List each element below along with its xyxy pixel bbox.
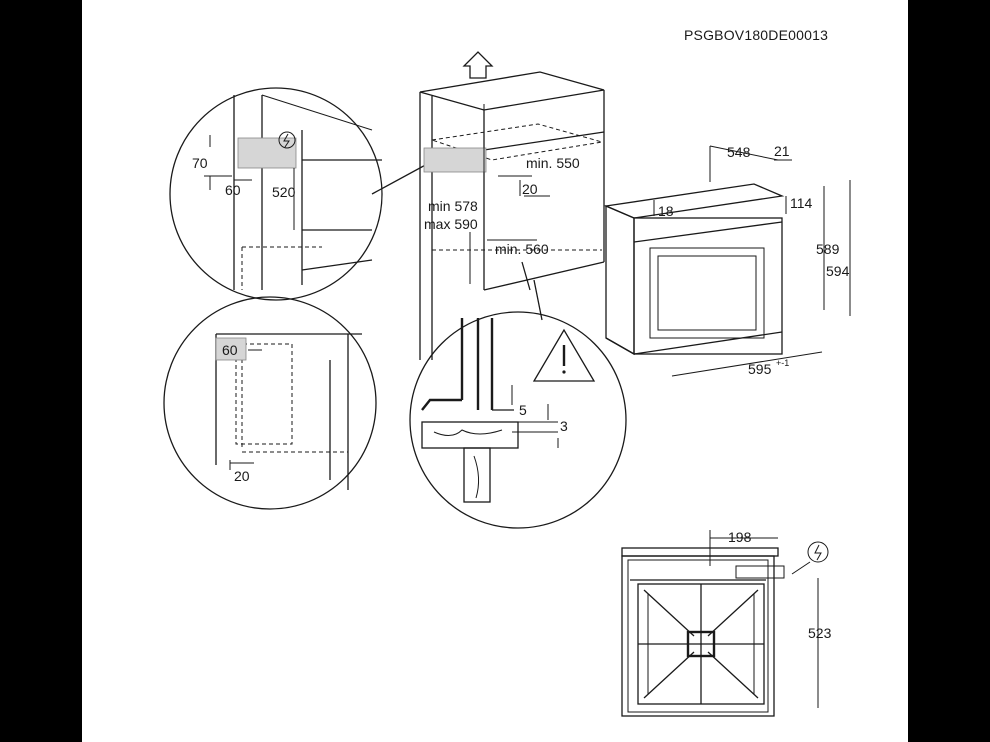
dim-18: 18 bbox=[658, 203, 674, 219]
detail-circle-top-left: 70 60 520 bbox=[169, 87, 443, 301]
product-code: PSGBOV180DE00013 bbox=[684, 27, 828, 43]
oven-3d-view: 548 21 18 114 589 594 595 +-1 bbox=[603, 143, 851, 377]
up-arrow-icon bbox=[462, 51, 494, 79]
cabinet-niche: min. 550 20 min 578 max 590 min. 560 bbox=[419, 51, 605, 360]
dim-20-inner: 20 bbox=[522, 181, 538, 197]
dim-min578: min 578 bbox=[428, 198, 478, 214]
oven-grate bbox=[637, 583, 765, 705]
dim-5: 5 bbox=[519, 402, 527, 418]
dim-min560: min. 560 bbox=[495, 241, 549, 257]
socket-area bbox=[237, 137, 297, 169]
dim-3: 3 bbox=[560, 418, 568, 434]
dim-114: 114 bbox=[790, 195, 813, 211]
detail-circle-bottom-left: 60 20 bbox=[163, 296, 377, 510]
dim-548: 548 bbox=[727, 144, 751, 160]
dim-min550: min. 550 bbox=[526, 155, 580, 171]
dim-20-bottom: 20 bbox=[234, 468, 250, 484]
dim-595: 595 bbox=[748, 361, 772, 377]
installation-diagram: PSGBOV180DE00013 70 60 520 bbox=[163, 27, 851, 717]
detail-circle-center: 5 3 bbox=[409, 311, 627, 529]
dim-70: 70 bbox=[192, 155, 208, 171]
dim-21: 21 bbox=[774, 143, 790, 159]
dim-520: 520 bbox=[272, 184, 296, 200]
power-symbol-icon bbox=[278, 131, 296, 149]
dim-523: 523 bbox=[808, 625, 832, 641]
warning-triangle-icon bbox=[532, 328, 596, 382]
oven-top-view: 198 523 bbox=[621, 529, 832, 717]
diagram-canvas: PSGBOV180DE00013 70 60 520 bbox=[82, 0, 908, 742]
dim-594: 594 bbox=[826, 263, 850, 279]
wood-shelf bbox=[421, 421, 519, 449]
dim-595-tolerance: +-1 bbox=[776, 358, 789, 368]
dim-589: 589 bbox=[816, 241, 840, 257]
power-symbol-icon-bottom bbox=[807, 541, 829, 563]
dim-198: 198 bbox=[728, 529, 752, 545]
dim-max590: max 590 bbox=[424, 216, 478, 232]
dim-60-top: 60 bbox=[225, 182, 241, 198]
dim-60-side: 60 bbox=[222, 342, 238, 358]
